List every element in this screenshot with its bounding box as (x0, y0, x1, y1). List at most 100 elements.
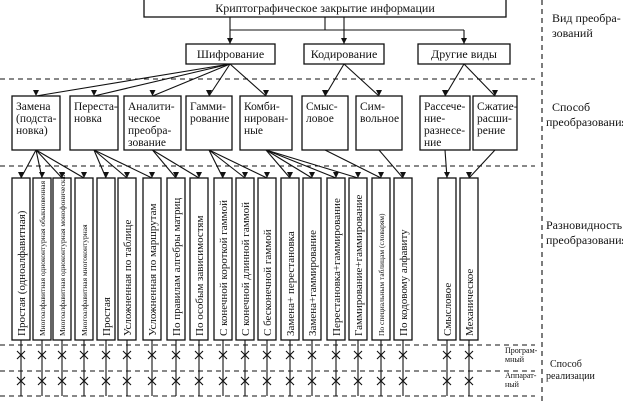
top-box-label: Криптографическое закрытие информации (215, 1, 435, 15)
cross-mark (240, 376, 250, 386)
method-label-smysl: ловое (306, 113, 334, 125)
cross-mark (376, 350, 386, 360)
arrowhead (103, 172, 109, 178)
method-label-gamm: рование (190, 113, 229, 125)
variety-box-v5 (96, 177, 116, 341)
arrowhead (196, 172, 202, 178)
cross-mark (442, 350, 452, 360)
connector-line (444, 63, 465, 97)
connector-line (229, 63, 267, 97)
method-box-simv (355, 95, 403, 151)
variety-label-v18: По кодовому алфавиту (398, 229, 410, 336)
cross-mark (122, 350, 132, 360)
method-box-rassech (419, 95, 471, 151)
connector-line (152, 149, 200, 179)
arrowhead (461, 38, 467, 44)
cross-mark (442, 376, 452, 386)
method-label-analit: ческое (128, 113, 160, 125)
variety-box-v2 (32, 177, 52, 341)
cross-mark (171, 376, 181, 386)
arrowhead (376, 90, 382, 96)
row-label-sposob: Способ (552, 100, 590, 114)
cross-mark (37, 376, 47, 386)
arrowhead (287, 172, 293, 178)
variety-box-v4 (74, 177, 94, 341)
method-label-analit: зование (128, 137, 166, 149)
arrowhead (263, 90, 269, 96)
kind-label-shifr: Шифрование (197, 47, 264, 61)
arrowhead (444, 172, 450, 178)
variety-label-v9: По особым зависимостям (194, 216, 206, 336)
cross-mark (331, 376, 341, 386)
method-label-rassech: Рассече- (424, 101, 466, 113)
method-box-zamena (11, 95, 61, 151)
arrowhead (227, 38, 233, 44)
arrowhead (442, 90, 448, 96)
arrowhead (378, 172, 384, 178)
variety-label-v20: Механическое (464, 269, 476, 336)
impl-label-program: мный (505, 355, 525, 364)
arrowhead (18, 172, 24, 178)
cross-mark (376, 376, 386, 386)
arrowhead (173, 172, 179, 178)
impl-label-hardware: Аппарат- (505, 371, 537, 380)
connector-line (265, 149, 313, 179)
method-label-zamena: (подста- (16, 113, 57, 125)
method-label-szhatie: рение (477, 125, 505, 137)
variety-label-v10: С конечной короткой гаммой (218, 200, 230, 336)
variety-box-v8 (166, 177, 186, 341)
cross-mark (194, 376, 204, 386)
connector-line (152, 149, 177, 179)
row-label-raznovidnost: преобразования (546, 233, 623, 247)
cross-mark (79, 350, 89, 360)
method-label-komb: ные (244, 125, 263, 137)
cross-mark (285, 376, 295, 386)
arrowhead (59, 172, 65, 178)
method-label-analit: преобра- (128, 125, 171, 137)
variety-label-v8: По правилам алгебры матриц (171, 198, 183, 336)
arrowhead (206, 90, 212, 96)
method-label-szhatie: расши- (477, 113, 512, 125)
method-box-perest (69, 95, 119, 151)
connector-line (208, 149, 268, 179)
arrowhead (492, 90, 498, 96)
connector-line (35, 63, 231, 97)
method-label-szhatie: Сжатие- (477, 101, 518, 113)
arrowhead (33, 90, 39, 96)
connector-line (35, 149, 85, 179)
arrowhead (400, 172, 406, 178)
method-label-zamena: новка) (16, 125, 48, 137)
variety-label-v11: С конечной длинной гаммой (240, 202, 252, 336)
cross-mark (57, 376, 67, 386)
method-label-simv: Сим- (360, 101, 385, 113)
cross-mark (240, 350, 250, 360)
variety-box-v10 (213, 177, 233, 341)
row-label-sposob: преобразования (546, 115, 623, 129)
arrowhead (124, 172, 130, 178)
variety-box-v12 (257, 177, 277, 341)
variety-label-v2: Многоалфавитная одноконтурная обыкновенн… (38, 180, 47, 336)
cross-mark (353, 350, 363, 360)
cross-mark (79, 376, 89, 386)
connector-line (208, 149, 224, 179)
kind-label-kodir: Кодирование (311, 47, 378, 61)
kind-label-drugie: Другие виды (431, 47, 497, 61)
variety-box-v13 (280, 177, 300, 341)
method-label-komb: Комби- (244, 101, 280, 113)
impl-label-program: Програм- (505, 346, 538, 355)
variety-box-v18 (393, 177, 413, 341)
kind-box-shifr (185, 43, 276, 65)
variety-box-v9 (189, 177, 209, 341)
arrowhead (309, 172, 315, 178)
arrowhead (91, 90, 97, 96)
cross-mark (194, 350, 204, 360)
arrowhead (466, 172, 472, 178)
variety-label-v19: Смысловое (442, 283, 454, 336)
method-label-perest: Переста- (74, 101, 118, 113)
cross-mark (16, 376, 26, 386)
variety-label-v3: Многоалфавитная одноконтурная монофониче… (58, 172, 67, 336)
arrowhead (149, 172, 155, 178)
arrowhead (149, 90, 156, 96)
arrowhead (355, 172, 361, 178)
method-label-simv: вольное (360, 113, 399, 125)
